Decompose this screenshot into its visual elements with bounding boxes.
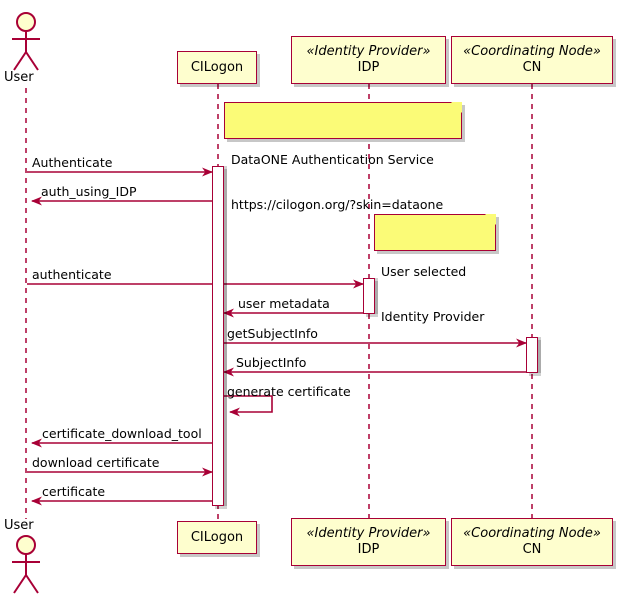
note-cilogon-auth-service: DataONE Authentication Service https://c… <box>224 102 462 212</box>
participant-label-cn-bottom: CN <box>522 542 542 557</box>
participant-box-cilogon-top[interactable]: CILogon <box>177 51 257 84</box>
participant-box-cn-bottom[interactable]: «Coordinating Node» CN <box>451 518 613 566</box>
actor-label-user-top: User <box>4 70 34 85</box>
actor-user-bottom <box>12 535 40 594</box>
participant-box-idp-bottom[interactable]: «Identity Provider» IDP <box>291 518 446 566</box>
message-text: certificate_download_tool <box>42 426 202 441</box>
participant-label-idp-bottom: IDP <box>357 542 380 557</box>
message-label-certificate-download-tool: certificate_download_tool <box>42 427 202 441</box>
message-label-authenticate-lower: authenticate <box>32 268 112 282</box>
message-label-subjectinfo: SubjectInfo <box>236 356 306 370</box>
actor-name-user-bottom: User <box>4 518 34 533</box>
arrow-generate-certificate <box>224 395 273 417</box>
activation-cn <box>526 337 538 373</box>
participant-box-idp-top[interactable]: «Identity Provider» IDP <box>291 36 446 84</box>
note-cilogon-line2: https://cilogon.org/?skin=dataone <box>231 197 444 212</box>
participant-stereotype-cn-bottom: «Coordinating Node» <box>463 526 601 541</box>
note-idp-line1: User selected <box>381 264 467 279</box>
activation-cilogon <box>212 166 224 506</box>
participant-label-cilogon-bottom: CILogon <box>190 529 244 545</box>
note-idp-line2: Identity Provider <box>381 309 485 324</box>
participant-label-cilogon: CILogon <box>190 59 244 75</box>
message-text: certificate <box>42 484 106 499</box>
participant-stereotype-cn: «Coordinating Node» <box>463 44 601 59</box>
message-text: generate certificate <box>227 384 351 399</box>
message-label-authenticate: Authenticate <box>32 156 112 170</box>
message-label-certificate: certificate <box>42 485 105 499</box>
actor-label-user-bottom: User <box>4 518 34 533</box>
participant-label-cn: CN <box>522 60 542 75</box>
message-text: Authenticate <box>32 155 113 170</box>
message-text: download certificate <box>32 455 160 470</box>
note-idp-user-selected: User selected Identity Provider <box>374 214 496 324</box>
message-text: user metadata <box>238 296 330 311</box>
participant-box-cn-top[interactable]: «Coordinating Node» CN <box>451 36 613 84</box>
participant-stereotype-idp-bottom: «Identity Provider» <box>306 526 431 541</box>
message-label-download-certificate: download certificate <box>32 456 160 470</box>
message-text: authenticate <box>32 267 112 282</box>
message-text: SubjectInfo <box>236 355 307 370</box>
participant-box-cilogon-bottom[interactable]: CILogon <box>177 521 257 554</box>
message-label-auth-using-idp: auth_using_IDP <box>41 185 137 199</box>
message-label-getsubjectinfo: getSubjectInfo <box>227 327 318 341</box>
message-label-generate-certificate: generate certificate <box>227 385 351 399</box>
message-label-user-metadata: user metadata <box>238 297 330 311</box>
message-text: getSubjectInfo <box>227 326 318 341</box>
activation-idp <box>363 278 375 314</box>
note-cilogon-line1: DataONE Authentication Service <box>231 152 434 167</box>
actor-user-top <box>12 12 40 71</box>
note-fold-corner-icon-2 <box>485 214 496 225</box>
note-fold-corner-icon <box>451 102 462 113</box>
participant-stereotype-idp: «Identity Provider» <box>306 44 431 59</box>
message-text: auth_using_IDP <box>41 184 137 199</box>
participant-label-idp: IDP <box>357 60 380 75</box>
actor-name-user-top: User <box>4 70 34 85</box>
